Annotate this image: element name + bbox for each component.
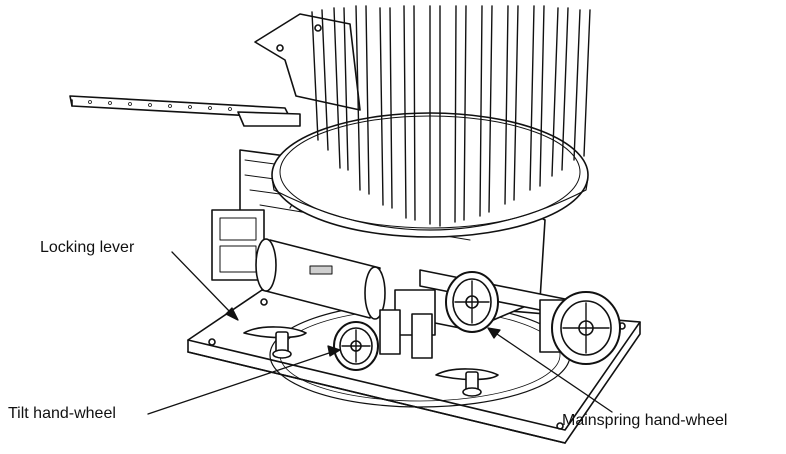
callout-tilt-hand-wheel: Tilt hand-wheel (8, 405, 116, 422)
arrowhead-tilt-hand-wheel (327, 345, 341, 357)
arrowhead-mainspring-hand-wheel (487, 327, 501, 339)
mainspring-hand-wheel (445, 271, 499, 333)
column-stack (311, 5, 591, 227)
throwing-arm (69, 95, 301, 127)
callout-mainspring-hand-wheel: Mainspring hand-wheel (562, 412, 728, 429)
leader-locking-lever (171, 251, 233, 315)
tilt-hand-wheel (333, 321, 379, 371)
side-hand-wheel (551, 291, 621, 365)
locking-lever (243, 326, 499, 397)
leader-mainspring-hand-wheel (493, 331, 613, 413)
leader-tilt-hand-wheel (147, 351, 333, 415)
leader-lines (147, 251, 613, 415)
top-bracket (254, 13, 361, 111)
arrowhead-locking-lever (225, 307, 239, 321)
callout-locking-lever: Locking lever (40, 239, 135, 256)
